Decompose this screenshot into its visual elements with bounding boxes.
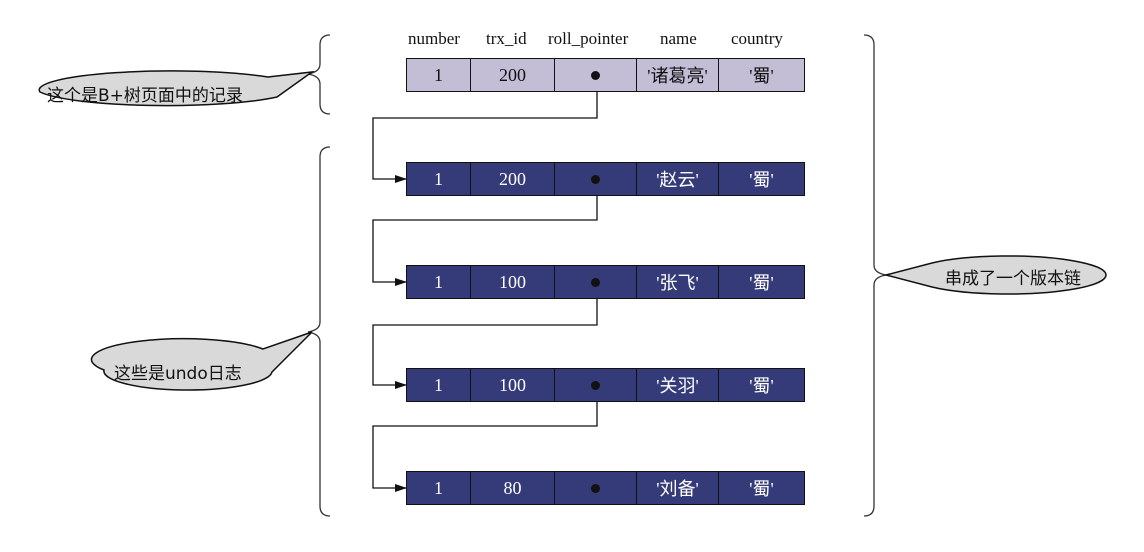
chain-link-2 [372,179,598,286]
country-cell: '蜀' [749,66,774,86]
country-cell: '蜀' [749,170,774,190]
undo-record-row: 1 100 '关羽' '蜀' [406,368,805,402]
name-cell: '赵云' [637,163,719,195]
trx-id-cell: 200 [471,163,555,195]
chain-callout-text: 串成了一个版本链 [945,269,1081,289]
name-cell: '诸葛亮' [637,59,719,91]
chain-callout-bubble [883,255,1107,295]
number-cell: 1 [407,472,471,504]
country-cell: '蜀' [749,479,774,499]
trx-id-cell: 200 [471,59,555,91]
roll-pointer-cell [555,472,637,504]
undo-record-row: 1 100 '张飞' '蜀' [406,265,805,299]
column-header-country: country [731,29,783,48]
undo-record-row: 1 200 '赵云' '蜀' [406,162,805,196]
country-cell: '蜀' [749,376,774,396]
chain-link-3 [372,282,598,389]
pointer-dot-icon [591,483,600,493]
trx-id-cell: 100 [471,369,555,401]
number-cell: 1 [407,266,471,298]
btree-callout-text: 这个是B+树页面中的记录 [47,86,243,106]
version-chain-links [372,75,598,492]
undo-brace [307,146,331,517]
country-cell: '蜀' [749,273,774,293]
chain-link-4 [372,385,598,492]
pointer-dot-icon [591,70,600,80]
name-cell: '关羽' [637,369,719,401]
pointer-dot-icon [591,380,600,390]
roll-pointer-cell [555,369,637,401]
column-header-number: number [408,29,460,48]
name-cell: '刘备' [637,472,719,504]
btree-record-row: 1 200 '诸葛亮' '蜀' [406,58,805,92]
chain-link-1 [372,75,598,183]
name-cell: '张飞' [637,266,719,298]
btree-callout-bubble [38,70,315,107]
column-header-roll-pointer: roll_pointer [548,29,629,48]
undo-record-row: 1 80 '刘备' '蜀' [406,471,805,505]
column-header-trx-id: trx_id [486,29,527,48]
roll-pointer-cell [555,163,637,195]
column-header-name: name [660,29,697,48]
pointer-dot-icon [591,277,600,287]
pointer-dot-icon [591,174,600,184]
undo-callout-text: 这些是undo日志 [114,364,242,384]
roll-pointer-cell [555,266,637,298]
number-cell: 1 [407,59,471,91]
chain-brace [863,34,887,517]
undo-callout-bubble [90,331,313,391]
number-cell: 1 [407,369,471,401]
roll-pointer-cell [555,59,637,91]
btree-brace [307,34,331,115]
trx-id-cell: 80 [471,472,555,504]
trx-id-cell: 100 [471,266,555,298]
number-cell: 1 [407,163,471,195]
